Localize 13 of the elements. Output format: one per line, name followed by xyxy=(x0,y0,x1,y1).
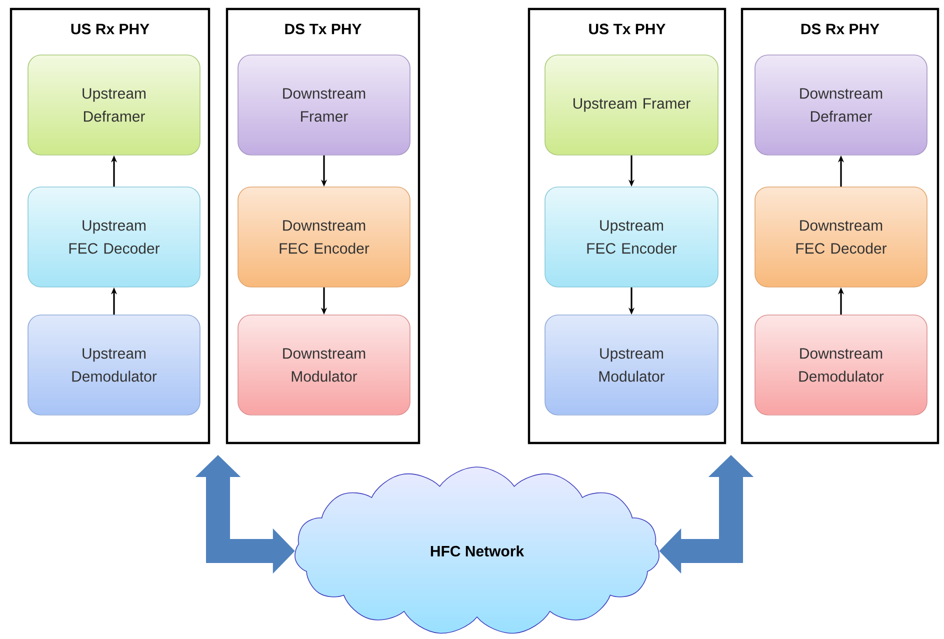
process-box: Upstream Modulator xyxy=(544,314,718,416)
process-box: Downstream Modulator xyxy=(238,314,410,416)
process-box: Downstream FEC Decoder xyxy=(754,186,928,288)
process-box: Upstream Demodulator xyxy=(28,314,200,416)
process-box: Downstream Deframer xyxy=(754,54,928,156)
network-cloud: HFC Network xyxy=(294,466,660,634)
process-box: Upstream Deframer xyxy=(28,54,200,156)
process-box: Downstream Framer xyxy=(238,54,410,156)
process-box: Upstream Framer xyxy=(544,54,718,156)
process-box: Downstream Demodulator xyxy=(754,314,928,416)
process-box: Upstream FEC Encoder xyxy=(544,186,718,288)
process-box: Downstream FEC Encoder xyxy=(238,186,410,288)
process-box: Upstream FEC Decoder xyxy=(28,186,200,288)
